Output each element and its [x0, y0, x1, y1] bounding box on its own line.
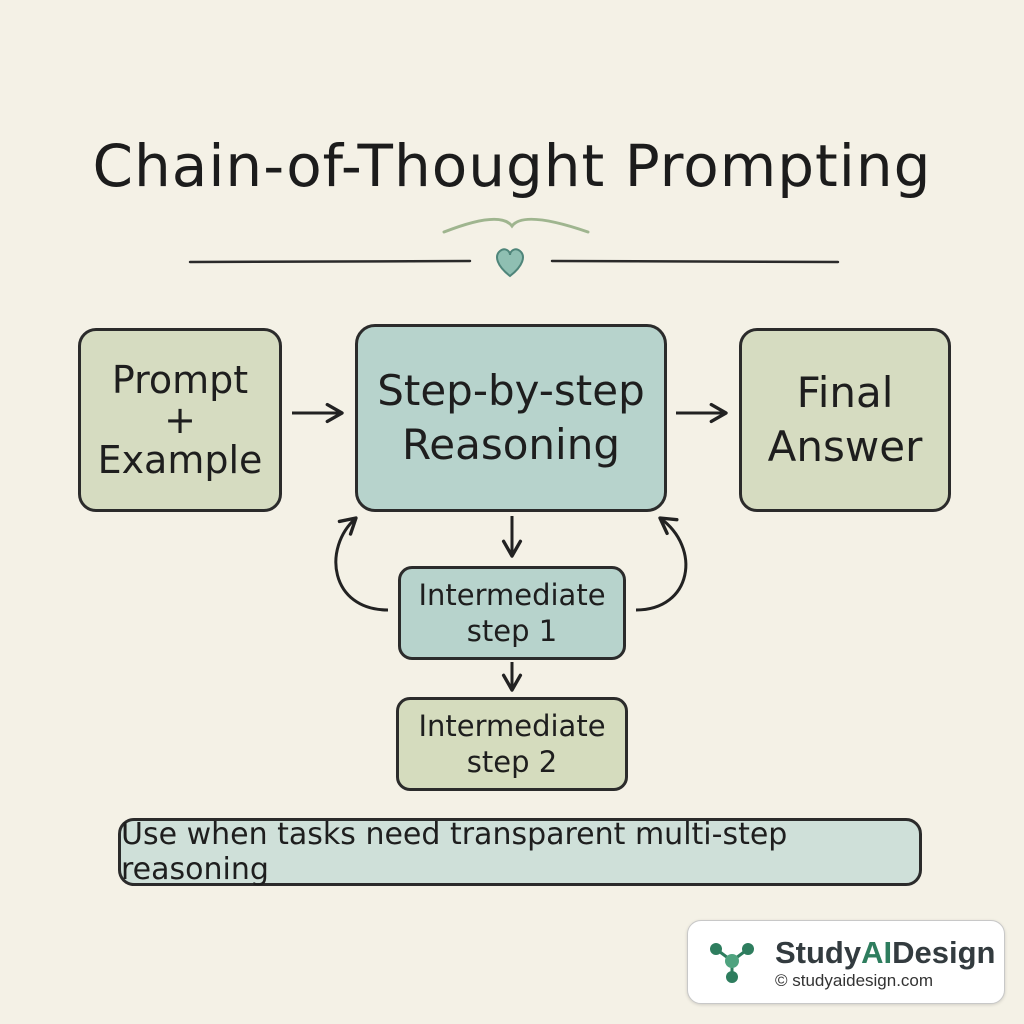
loop-arrow-left — [334, 516, 389, 612]
brand-name-part: Design — [892, 935, 996, 970]
heart-icon — [496, 248, 524, 278]
node-label-line: Intermediate — [418, 709, 606, 743]
prompt-example-node: Prompt + Example — [78, 328, 282, 512]
page-title: Chain-of-Thought Prompting — [92, 132, 932, 200]
loop-arrow-right — [635, 516, 688, 612]
brand-url: © studyaidesign.com — [775, 971, 934, 990]
node-label-line: Answer — [767, 422, 923, 471]
brand-name: StudyAIDesign — [775, 935, 995, 971]
final-answer-node: Final Answer — [739, 328, 951, 512]
usage-caption: Use when tasks need transparent multi-st… — [118, 817, 922, 887]
intermediate-step-1-node: Intermediate step 1 — [398, 566, 626, 660]
reasoning-node: Step-by-step Reasoning — [355, 324, 667, 512]
node-label-line: step 2 — [466, 745, 558, 779]
node-label-line: Step-by-step — [377, 366, 645, 415]
node-label-line: Final — [796, 368, 894, 417]
node-label-line: + — [164, 398, 196, 442]
node-label-line: Intermediate — [418, 578, 606, 612]
brand-badge[interactable]: StudyAIDesign © studyaidesign.com — [687, 920, 1005, 1004]
molecule-nodes-icon — [710, 943, 754, 983]
node-label-line: Prompt — [111, 358, 249, 402]
node-label-line: step 1 — [466, 614, 558, 648]
divider-right — [550, 259, 840, 264]
title-flourish — [442, 217, 590, 234]
brand-name-ai: AI — [861, 935, 893, 970]
brand-name-part: Study — [775, 935, 862, 970]
node-label-line: Example — [97, 438, 263, 482]
intermediate-step-2-node: Intermediate step 2 — [396, 697, 628, 791]
node-label-line: Reasoning — [401, 420, 621, 469]
divider-left — [188, 259, 472, 264]
